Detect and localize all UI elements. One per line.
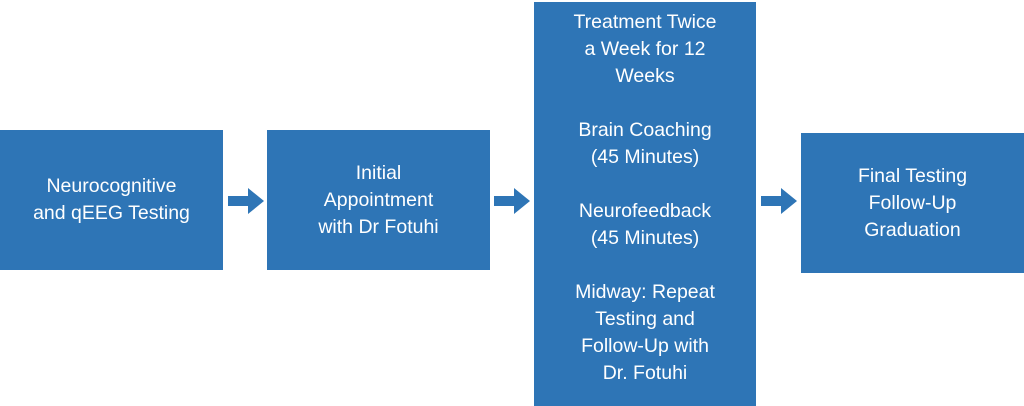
brain-coaching-line-1: Brain Coaching	[578, 119, 712, 141]
treatment-frequency-line-3: Weeks	[615, 65, 675, 87]
treatment-frequency-line-1: Treatment Twice	[573, 11, 717, 33]
step-4-line-2: Follow-Up	[868, 191, 957, 214]
right-arrow-icon	[494, 188, 530, 214]
neurofeedback-line-1: Neurofeedback	[578, 200, 712, 222]
midway-testing-line-2: Testing and	[595, 308, 695, 330]
step-1-line-2: and qEEG Testing	[33, 202, 190, 224]
step-final-testing-box: Final Testing Follow-Up Graduation	[801, 133, 1024, 273]
step-treatment-box: Treatment Twice a Week for 12 Weeks Brai…	[534, 2, 756, 406]
treatment-frequency-line-2: a Week for 12	[584, 38, 706, 60]
midway-testing-line-4: Dr. Fotuhi	[602, 362, 688, 384]
step-initial-appointment-box: Initial Appointment with Dr Fotuhi	[267, 130, 490, 270]
right-arrow-icon	[228, 188, 264, 214]
step-2-line-2: Appointment	[323, 188, 434, 211]
right-arrow-icon	[761, 188, 797, 214]
step-2-line-1: Initial	[355, 161, 402, 184]
step-2-line-3: with Dr Fotuhi	[318, 215, 439, 238]
neurofeedback-line-2: (45 Minutes)	[590, 227, 700, 249]
step-neurocognitive-testing-box: Neurocognitive and qEEG Testing	[0, 130, 223, 270]
brain-coaching-line-2: (45 Minutes)	[590, 146, 700, 168]
step-4-line-3: Graduation	[864, 218, 961, 241]
step-1-line-1: Neurocognitive	[46, 175, 177, 197]
midway-testing-line-1: Midway: Repeat	[575, 281, 715, 303]
midway-testing-line-3: Follow-Up with	[581, 335, 709, 357]
step-4-line-1: Final Testing	[857, 164, 968, 187]
